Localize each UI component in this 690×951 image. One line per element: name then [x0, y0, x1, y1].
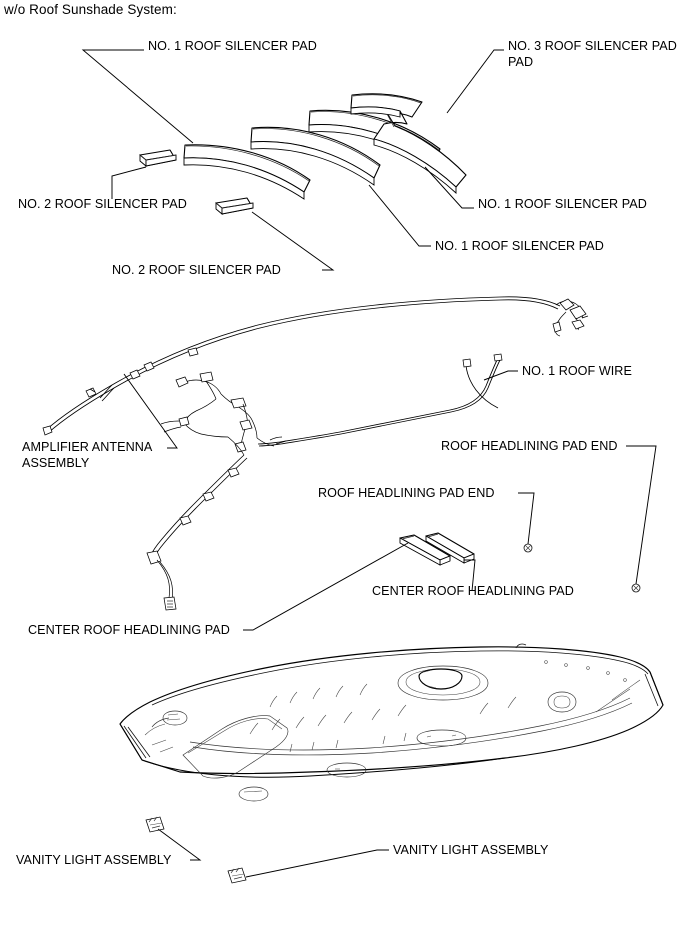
part-vanity-light-assembly-lower — [227, 867, 247, 884]
part-no1-roof-silencer-pad-right — [308, 109, 441, 170]
callout-vanity-light-assembly-right: VANITY LIGHT ASSEMBLY — [393, 843, 549, 857]
part-roof-headlining-pad-end-right — [631, 583, 641, 593]
callout-amplifier-antenna-assembly-line2: ASSEMBLY — [22, 456, 90, 470]
callout-center-roof-headlining-pad-right: CENTER ROOF HEADLINING PAD — [372, 584, 574, 598]
part-no1-roof-silencer-pad-left — [183, 144, 311, 200]
part-center-roof-headlining-pad-left — [399, 534, 451, 566]
part-roof-headlining-pad-end-mid — [523, 543, 533, 553]
part-no3-roof-silencer-pad — [350, 93, 467, 195]
leader-amplifier-antenna — [123, 373, 178, 449]
callout-roof-headlining-pad-end-mid: ROOF HEADLINING PAD END — [318, 486, 495, 500]
part-no1-roof-silencer-pad-middle — [250, 126, 381, 186]
part-no2-roof-silencer-pad-upper — [139, 149, 177, 167]
callout-no3-roof-silencer-pad-line2: PAD — [508, 55, 534, 69]
page-title: w/o Roof Sunshade System: — [4, 2, 177, 17]
roof-wire-right-connector — [552, 298, 589, 337]
callout-no2-roof-silencer-pad-lower: NO. 2 ROOF SILENCER PAD — [112, 263, 281, 277]
callout-roof-headlining-pad-end-right: ROOF HEADLINING PAD END — [441, 439, 618, 453]
callout-no2-roof-silencer-pad-left: NO. 2 ROOF SILENCER PAD — [18, 197, 187, 211]
amplifier-antenna-cluster — [160, 371, 287, 456]
part-no2-roof-silencer-pad-lower — [215, 197, 254, 215]
callout-no1-roof-silencer-pad-top-left: NO. 1 ROOF SILENCER PAD — [148, 39, 317, 53]
leader-no1-roof-wire — [483, 370, 518, 381]
leader-lines-vanity-lights — [157, 828, 389, 878]
callout-amplifier-antenna-assembly-line1: AMPLIFIER ANTENNA — [22, 440, 153, 454]
leader-lines-silencer-pads — [81, 49, 504, 271]
leader-lines-pad-ends — [243, 445, 657, 631]
part-roof-headlining-assembly — [119, 643, 664, 802]
callout-no3-roof-silencer-pad: NO. 3 ROOF SILENCER PAD — [508, 39, 677, 53]
callout-center-roof-headlining-pad-left: CENTER ROOF HEADLINING PAD — [28, 623, 230, 637]
callout-no1-roof-silencer-pad-right-lower: NO. 1 ROOF SILENCER PAD — [435, 239, 604, 253]
callout-vanity-light-assembly-left: VANITY LIGHT ASSEMBLY — [16, 853, 172, 867]
callout-no1-roof-wire: NO. 1 ROOF WIRE — [522, 364, 632, 378]
part-center-roof-headlining-pad-right — [425, 532, 475, 564]
callout-no1-roof-silencer-pad-right-upper: NO. 1 ROOF SILENCER PAD — [478, 197, 647, 211]
part-vanity-light-assembly-upper — [145, 816, 165, 833]
